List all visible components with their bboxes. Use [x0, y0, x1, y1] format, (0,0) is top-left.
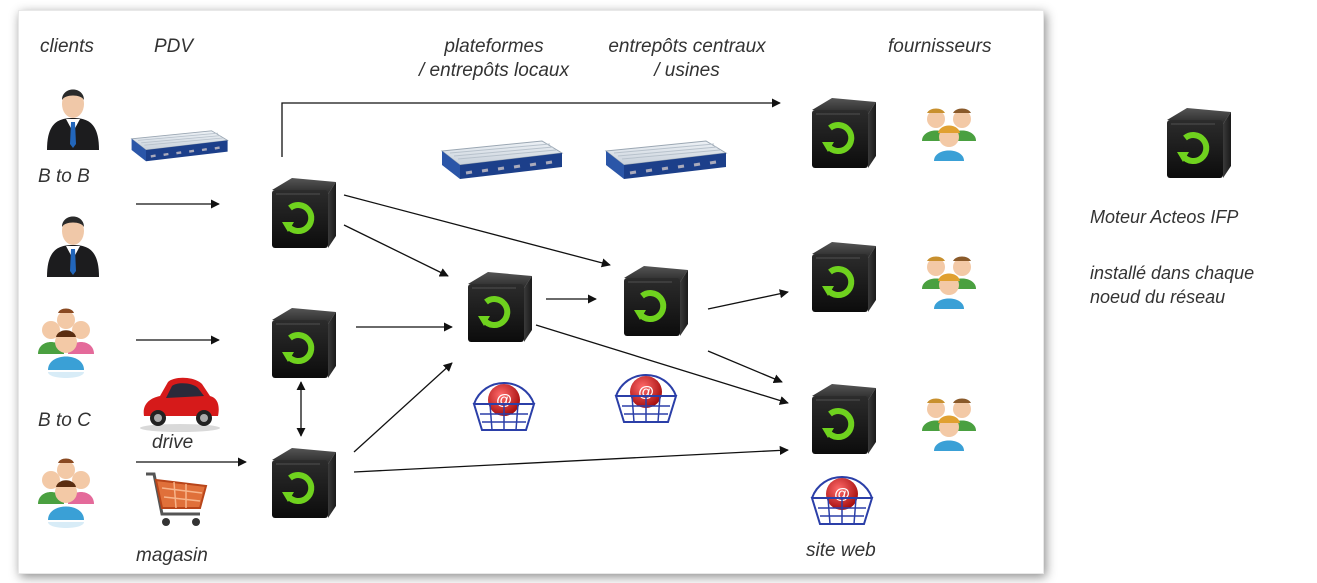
label-magasin: magasin — [136, 545, 208, 566]
businessman-icon-2 — [47, 216, 99, 277]
warehouse-icon-platform — [440, 139, 564, 181]
header-clients: clients — [40, 36, 94, 57]
engine-icon-platform — [468, 272, 532, 342]
arrow-platform-to-supplier — [535, 324, 789, 405]
arrow-engine3-to-supplier — [353, 445, 789, 473]
web-basket-icon-platform — [473, 382, 535, 431]
engine-icon-pdv-b2c — [272, 308, 336, 378]
header-pdv: PDV — [154, 36, 194, 57]
arrow-central-to-supplier — [707, 289, 789, 310]
header-entrepots-line1: entrepôts centraux — [608, 36, 766, 57]
people-group-icon-2 — [38, 458, 94, 528]
supplier-group-icon-3 — [922, 398, 976, 451]
engine-icon-legend — [1167, 108, 1231, 178]
supplier-group-icon-1 — [922, 108, 976, 161]
arrow-central-to-bottom-supplier — [707, 350, 783, 384]
arrow-engine3-to-platform — [353, 362, 453, 453]
header-plateformes-line1: plateformes — [444, 36, 544, 57]
supplier-group-icon-2 — [922, 256, 976, 309]
web-basket-icon-central — [615, 374, 677, 423]
warehouse-icon-pdv — [130, 129, 229, 163]
arrow-engine-to-central — [343, 194, 611, 268]
engine-icon-pdv-b2b — [272, 178, 336, 248]
arrow-engine-to-platform — [343, 224, 449, 277]
people-group-icon-1 — [38, 308, 94, 378]
engine-icon-supplier-2 — [812, 242, 876, 312]
header-fournisseurs: fournisseurs — [888, 36, 992, 57]
businessman-icon-1 — [47, 89, 99, 150]
legend-title: Moteur Acteos IFP — [1090, 207, 1239, 227]
engine-icon-supplier-1 — [812, 98, 876, 168]
label-drive: drive — [152, 432, 194, 453]
label-b2b: B to B — [38, 166, 90, 187]
engine-icon-central — [624, 266, 688, 336]
engine-icon-supplier-3 — [812, 384, 876, 454]
header-plateformes-line2: / entrepôts locaux — [419, 60, 569, 81]
header-entrepots-line2: / usines — [654, 60, 720, 81]
car-icon — [140, 377, 220, 432]
engine-icon-pdv-drive — [272, 448, 336, 518]
legend-desc-line1: installé dans chaque — [1090, 263, 1255, 283]
connector-arrows — [136, 98, 789, 473]
web-basket-icon-site — [811, 476, 873, 525]
label-site-web: site web — [806, 540, 876, 561]
label-b2c: B to C — [38, 410, 91, 431]
arrow-to-top-supplier — [281, 98, 781, 157]
legend-desc-line2: noeud du réseau — [1090, 287, 1226, 307]
shopping-cart-icon — [146, 472, 208, 526]
warehouse-icon-central — [604, 139, 728, 181]
